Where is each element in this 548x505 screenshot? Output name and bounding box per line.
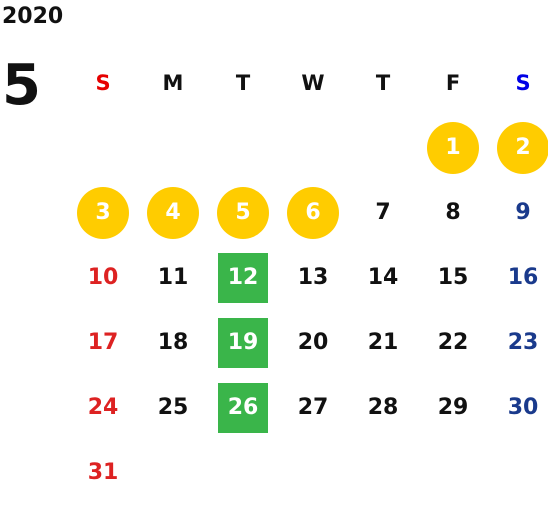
day-cell[interactable]: 16 bbox=[488, 245, 548, 310]
day-number: 28 bbox=[367, 395, 399, 420]
month-number: 5 bbox=[2, 53, 41, 118]
day-number: 12 bbox=[218, 252, 268, 303]
weekday-header-mon: M bbox=[162, 70, 184, 95]
day-cell[interactable]: 15 bbox=[418, 245, 488, 310]
empty-day-cell bbox=[208, 115, 278, 180]
day-number: 24 bbox=[87, 395, 119, 420]
day-number: 13 bbox=[297, 265, 329, 290]
weekday-header-sat: S bbox=[515, 70, 531, 95]
day-cell[interactable]: 27 bbox=[278, 375, 348, 440]
day-cell[interactable]: 25 bbox=[138, 375, 208, 440]
day-cell[interactable]: 2 bbox=[488, 115, 548, 180]
day-number: 27 bbox=[297, 395, 329, 420]
day-number: 9 bbox=[515, 200, 531, 225]
day-cell[interactable]: 26 bbox=[208, 375, 278, 440]
day-cell[interactable]: 20 bbox=[278, 310, 348, 375]
day-cell[interactable]: 17 bbox=[68, 310, 138, 375]
day-cell[interactable]: 3 bbox=[68, 180, 138, 245]
day-cell[interactable]: 8 bbox=[418, 180, 488, 245]
day-cell[interactable]: 9 bbox=[488, 180, 548, 245]
day-cell[interactable]: 19 bbox=[208, 310, 278, 375]
day-cell[interactable]: 1 bbox=[418, 115, 488, 180]
empty-day-cell bbox=[68, 115, 138, 180]
day-number: 19 bbox=[218, 317, 268, 368]
day-cell[interactable]: 4 bbox=[138, 180, 208, 245]
day-number: 10 bbox=[87, 265, 119, 290]
day-cell[interactable]: 7 bbox=[348, 180, 418, 245]
weekday-header-fri: F bbox=[445, 70, 461, 95]
day-number: 26 bbox=[218, 382, 268, 433]
day-cell[interactable]: 22 bbox=[418, 310, 488, 375]
day-number: 17 bbox=[87, 330, 119, 355]
day-number: 14 bbox=[367, 265, 399, 290]
day-cell[interactable]: 31 bbox=[68, 440, 138, 505]
empty-day-cell bbox=[278, 115, 348, 180]
day-number: 30 bbox=[507, 395, 539, 420]
day-cell[interactable]: 18 bbox=[138, 310, 208, 375]
day-number: 31 bbox=[87, 460, 119, 485]
day-cell[interactable]: 14 bbox=[348, 245, 418, 310]
day-cell[interactable]: 29 bbox=[418, 375, 488, 440]
day-number: 25 bbox=[157, 395, 189, 420]
day-number: 11 bbox=[157, 265, 189, 290]
day-cell[interactable]: 28 bbox=[348, 375, 418, 440]
day-number: 20 bbox=[297, 330, 329, 355]
day-cell[interactable]: 10 bbox=[68, 245, 138, 310]
day-cell[interactable]: 30 bbox=[488, 375, 548, 440]
weekday-header-sun: S bbox=[95, 70, 111, 95]
day-number: 29 bbox=[437, 395, 469, 420]
day-cell[interactable]: 6 bbox=[278, 180, 348, 245]
day-number: 6 bbox=[287, 186, 339, 239]
day-number: 18 bbox=[157, 330, 189, 355]
day-cell[interactable]: 11 bbox=[138, 245, 208, 310]
day-number: 3 bbox=[77, 186, 129, 239]
year-label: 2020 bbox=[2, 4, 64, 29]
empty-day-cell bbox=[348, 115, 418, 180]
day-cell[interactable]: 5 bbox=[208, 180, 278, 245]
day-cell[interactable]: 23 bbox=[488, 310, 548, 375]
day-cell[interactable]: 13 bbox=[278, 245, 348, 310]
day-number: 1 bbox=[427, 121, 479, 174]
weekday-header-wed: W bbox=[301, 70, 325, 95]
day-cell[interactable]: 12 bbox=[208, 245, 278, 310]
day-cell[interactable]: 21 bbox=[348, 310, 418, 375]
day-number: 2 bbox=[497, 121, 548, 174]
day-number: 7 bbox=[375, 200, 391, 225]
empty-day-cell bbox=[138, 115, 208, 180]
day-number: 4 bbox=[147, 186, 199, 239]
day-number: 15 bbox=[437, 265, 469, 290]
day-number: 8 bbox=[445, 200, 461, 225]
day-number: 23 bbox=[507, 330, 539, 355]
day-number: 21 bbox=[367, 330, 399, 355]
day-cell[interactable]: 24 bbox=[68, 375, 138, 440]
weekday-header-tue: T bbox=[235, 70, 251, 95]
day-number: 16 bbox=[507, 265, 539, 290]
weekday-header-thu: T bbox=[375, 70, 391, 95]
day-number: 5 bbox=[217, 186, 269, 239]
day-number: 22 bbox=[437, 330, 469, 355]
